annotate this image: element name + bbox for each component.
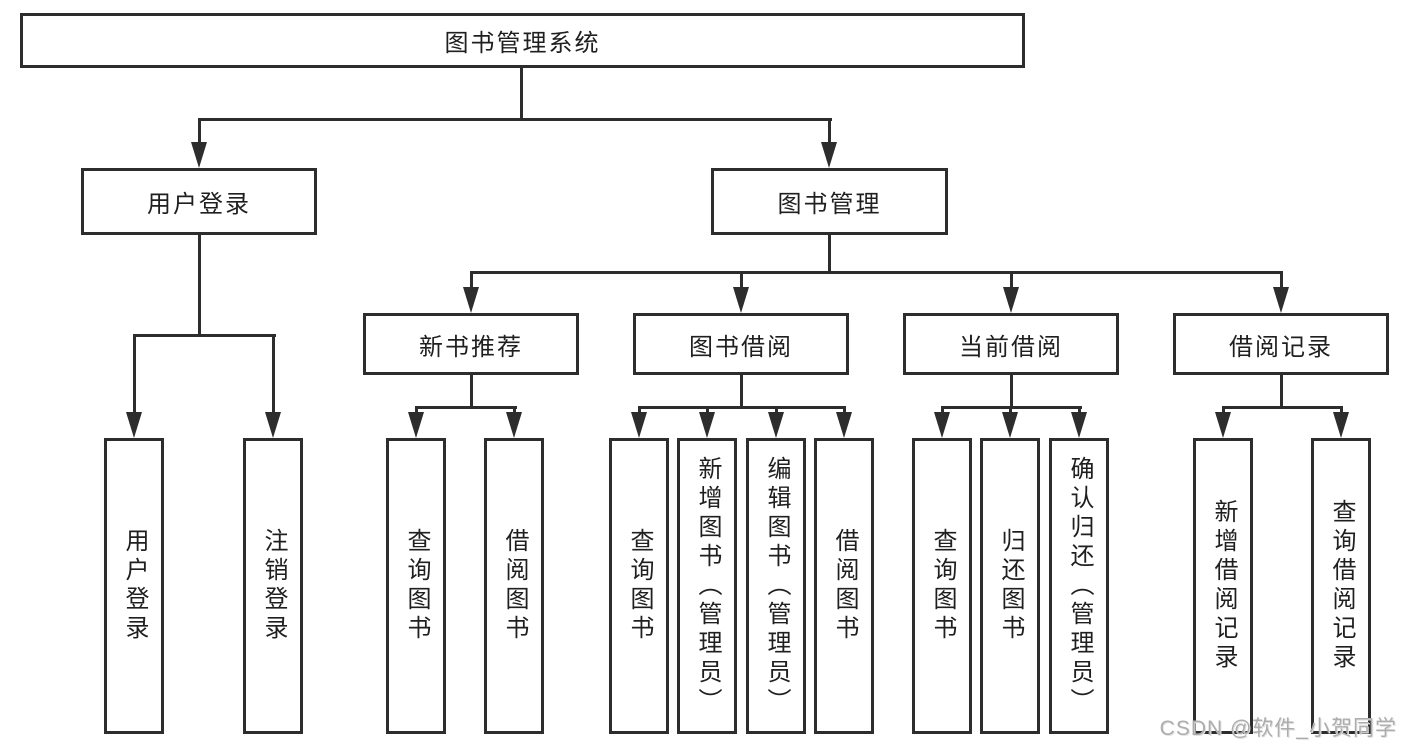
edge-drop [513, 406, 516, 414]
arrow-down-icon [191, 142, 207, 168]
edge-records-rail [1222, 406, 1343, 409]
edge-root-rail [198, 118, 832, 121]
arrow-down-icon [836, 412, 852, 438]
edge-drop [941, 406, 944, 414]
edge-drop [775, 406, 778, 414]
leaf-confirm-return-admin-label: 确认归还（管理员） [1066, 455, 1093, 717]
node-system-root: 图书管理系统 [20, 13, 1025, 68]
arrow-down-icon [821, 142, 837, 168]
edge-drop-book-management [828, 118, 831, 144]
edge-newbook-rail [415, 406, 517, 409]
leaf-add-book-admin-label: 新增图书（管理员） [694, 455, 721, 717]
arrow-down-icon [463, 287, 479, 313]
node-user-login-branch: 用户登录 [81, 168, 317, 235]
arrow-down-icon [265, 412, 281, 438]
leaf-borrow-books-borrowing: 借阅图书 [814, 438, 874, 734]
csdn-watermark: CSDN @软件_小贺同学 [1159, 717, 1397, 740]
edge-drop [415, 406, 418, 414]
edge-borrowing-stem [740, 375, 743, 408]
node-borrowing-records: 借阅记录 [1173, 313, 1389, 375]
edge-drop [1009, 406, 1012, 414]
leaf-query-books-recommend: 查询图书 [386, 438, 446, 734]
leaf-add-borrow-record: 新增借阅记录 [1193, 438, 1253, 734]
edge-drop-borrowing-records [1280, 271, 1283, 289]
leaf-query-books-borrowing: 查询图书 [609, 438, 669, 734]
edge-management-rail [470, 271, 1282, 274]
leaf-query-borrow-record: 查询借阅记录 [1311, 438, 1371, 734]
leaf-logout: 注销登录 [243, 438, 303, 734]
edge-root-stem [520, 68, 523, 118]
arrow-down-icon [1215, 412, 1231, 438]
node-current-borrowing-label: 当前借阅 [959, 333, 1063, 361]
node-book-borrowing-label: 图书借阅 [689, 333, 793, 361]
leaf-add-book-admin: 新增图书（管理员） [677, 438, 737, 734]
leaf-query-borrow-record-label: 查询借阅记录 [1328, 499, 1355, 673]
leaf-user-login: 用户登录 [104, 438, 164, 734]
arrow-down-icon [733, 287, 749, 313]
arrow-down-icon [408, 412, 424, 438]
arrow-down-icon [1002, 412, 1018, 438]
edge-drop-book-borrowing [740, 271, 743, 289]
edge-records-stem [1280, 375, 1283, 408]
edge-drop-leaf-logout [272, 334, 275, 414]
node-new-book-recommend-label: 新书推荐 [419, 333, 523, 361]
edge-drop-new-book [470, 271, 473, 289]
arrow-down-icon [699, 412, 715, 438]
edge-newbook-stem [470, 375, 473, 408]
leaf-query-books-current: 查询图书 [912, 438, 972, 734]
arrow-down-icon [934, 412, 950, 438]
node-book-management-branch-label: 图书管理 [777, 191, 882, 218]
node-system-root-label: 图书管理系统 [444, 30, 601, 57]
edge-drop-user-login [198, 118, 201, 144]
edge-drop [638, 406, 641, 414]
arrow-down-icon [1003, 287, 1019, 313]
edge-current-stem [1010, 375, 1013, 408]
edge-drop-leaf-user-login [133, 334, 136, 414]
edge-management-stem [828, 235, 831, 274]
node-borrowing-records-label: 借阅记录 [1229, 333, 1333, 361]
leaf-confirm-return-admin: 确认归还（管理员） [1049, 438, 1109, 734]
leaf-edit-book-admin: 编辑图书（管理员） [746, 438, 806, 734]
arrow-down-icon [631, 412, 647, 438]
node-book-management-branch: 图书管理 [711, 168, 948, 235]
node-user-login-branch-label: 用户登录 [147, 191, 251, 218]
leaf-query-books-recommend-label: 查询图书 [403, 528, 430, 644]
leaf-query-books-borrowing-label: 查询图书 [626, 528, 653, 644]
edge-drop [1222, 406, 1225, 414]
arrow-down-icon [126, 412, 142, 438]
leaf-edit-book-admin-label: 编辑图书（管理员） [763, 455, 790, 717]
leaf-borrow-books-borrowing-label: 借阅图书 [831, 528, 858, 644]
edge-drop [1340, 406, 1343, 414]
arrow-down-icon [768, 412, 784, 438]
arrow-down-icon [1071, 412, 1087, 438]
leaf-borrow-books-recommend: 借阅图书 [484, 438, 544, 734]
leaf-add-borrow-record-label: 新增借阅记录 [1210, 499, 1237, 673]
leaf-logout-label: 注销登录 [260, 528, 287, 644]
node-current-borrowing: 当前借阅 [903, 313, 1119, 375]
node-new-book-recommend: 新书推荐 [363, 313, 579, 375]
leaf-return-book: 归还图书 [980, 438, 1040, 734]
leaf-return-book-label: 归还图书 [997, 528, 1024, 644]
edge-drop [843, 406, 846, 414]
edge-login-rail [133, 334, 276, 337]
edge-login-stem [198, 235, 201, 336]
leaf-borrow-books-recommend-label: 借阅图书 [501, 528, 528, 644]
edge-drop [706, 406, 709, 414]
leaf-user-login-label: 用户登录 [121, 528, 148, 644]
node-book-borrowing: 图书借阅 [633, 313, 849, 375]
arrow-down-icon [1273, 287, 1289, 313]
arrow-down-icon [1333, 412, 1349, 438]
edge-drop [1078, 406, 1081, 414]
leaf-query-books-current-label: 查询图书 [929, 528, 956, 644]
arrow-down-icon [506, 412, 522, 438]
edge-borrowing-rail [638, 406, 846, 409]
edge-drop-current-borrowing [1010, 271, 1013, 289]
